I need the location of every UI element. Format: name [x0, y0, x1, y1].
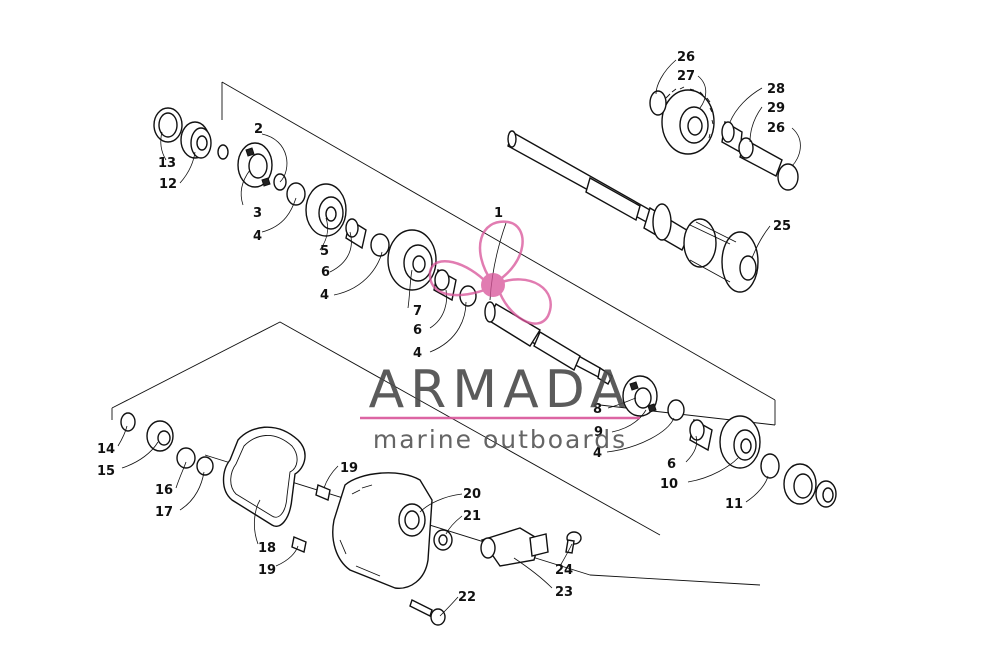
callout-29: 29 — [767, 101, 785, 116]
countershaft-gear-25 — [683, 218, 759, 293]
callout-12: 12 — [159, 177, 177, 192]
callout-3: 3 — [253, 206, 262, 221]
callout-8: 8 — [593, 402, 602, 417]
watermark-brand: ARMADA — [369, 360, 632, 420]
callout-25: 25 — [773, 219, 791, 234]
watermark-tagline: marine outboards — [373, 425, 627, 454]
leader-lines — [117, 59, 801, 617]
callout-6a: 6 — [321, 265, 330, 280]
gear-12 — [180, 121, 212, 159]
left-gear-stack — [153, 107, 477, 307]
gear-7 — [387, 229, 437, 291]
callout-2: 2 — [254, 122, 263, 137]
callout-9: 9 — [594, 425, 603, 440]
callout-19a: 19 — [340, 461, 358, 476]
ball-bearing — [783, 463, 837, 508]
callout-4c: 4 — [413, 346, 422, 361]
callout-26a: 26 — [677, 50, 695, 65]
speed-sensor-23 — [480, 527, 549, 567]
callout-23: 23 — [555, 585, 573, 600]
propeller-logo — [428, 220, 552, 325]
bolt-22 — [409, 599, 446, 626]
callout-4a: 4 — [253, 229, 262, 244]
callout-18: 18 — [258, 541, 276, 556]
main-shaft — [484, 301, 613, 385]
callout-19b: 19 — [258, 563, 276, 578]
screw-24 — [565, 531, 582, 554]
washer-26-upper — [649, 90, 667, 116]
callout-4b: 4 — [320, 288, 329, 303]
dowel-pin-19b — [291, 536, 307, 553]
callout-labels: 1 2 3 4 5 6 4 7 6 4 8 9 4 6 10 11 12 13 … — [97, 50, 791, 605]
washer-11 — [760, 453, 780, 479]
callout-13: 13 — [158, 156, 176, 171]
gasket-18 — [222, 426, 306, 527]
callout-14: 14 — [97, 442, 115, 457]
callout-24: 24 — [555, 563, 573, 578]
callout-7: 7 — [413, 304, 422, 319]
shift-hub-3 — [237, 142, 273, 188]
callout-6c: 6 — [667, 457, 676, 472]
countershaft-assembly — [507, 86, 799, 293]
callout-10: 10 — [660, 477, 678, 492]
snap-ring-14 — [120, 412, 136, 432]
callout-22: 22 — [458, 590, 476, 605]
callout-20: 20 — [463, 487, 481, 502]
gear-5 — [305, 183, 347, 237]
gear-15 — [146, 420, 174, 452]
armada-watermark: ARMADA marine outboards — [360, 220, 640, 454]
callout-1: 1 — [494, 206, 503, 221]
washer-16 — [176, 447, 196, 469]
callout-11: 11 — [725, 497, 743, 512]
callout-4d: 4 — [593, 446, 602, 461]
callout-15: 15 — [97, 464, 115, 479]
callout-6b: 6 — [413, 323, 422, 338]
cover-assembly — [120, 412, 582, 626]
washer-26-lower — [777, 163, 799, 191]
snap-ring-17 — [196, 456, 214, 476]
callout-17: 17 — [155, 505, 173, 520]
right-gear-stack — [622, 375, 837, 508]
callout-26b: 26 — [767, 121, 785, 136]
dowel-pin-19a — [315, 484, 331, 501]
callout-5: 5 — [320, 244, 329, 259]
callout-21: 21 — [463, 509, 481, 524]
callout-27: 27 — [677, 69, 695, 84]
needle-bearing-6c — [689, 418, 713, 452]
needle-bearing-6a — [345, 218, 367, 250]
shift-hub-8 — [622, 375, 658, 417]
assembly-frame-lines — [111, 81, 776, 586]
callout-16: 16 — [155, 483, 173, 498]
gear-10 — [719, 415, 761, 469]
callout-28: 28 — [767, 82, 785, 97]
gearcase-cover-20 — [332, 472, 433, 589]
gear-27 — [661, 86, 715, 155]
